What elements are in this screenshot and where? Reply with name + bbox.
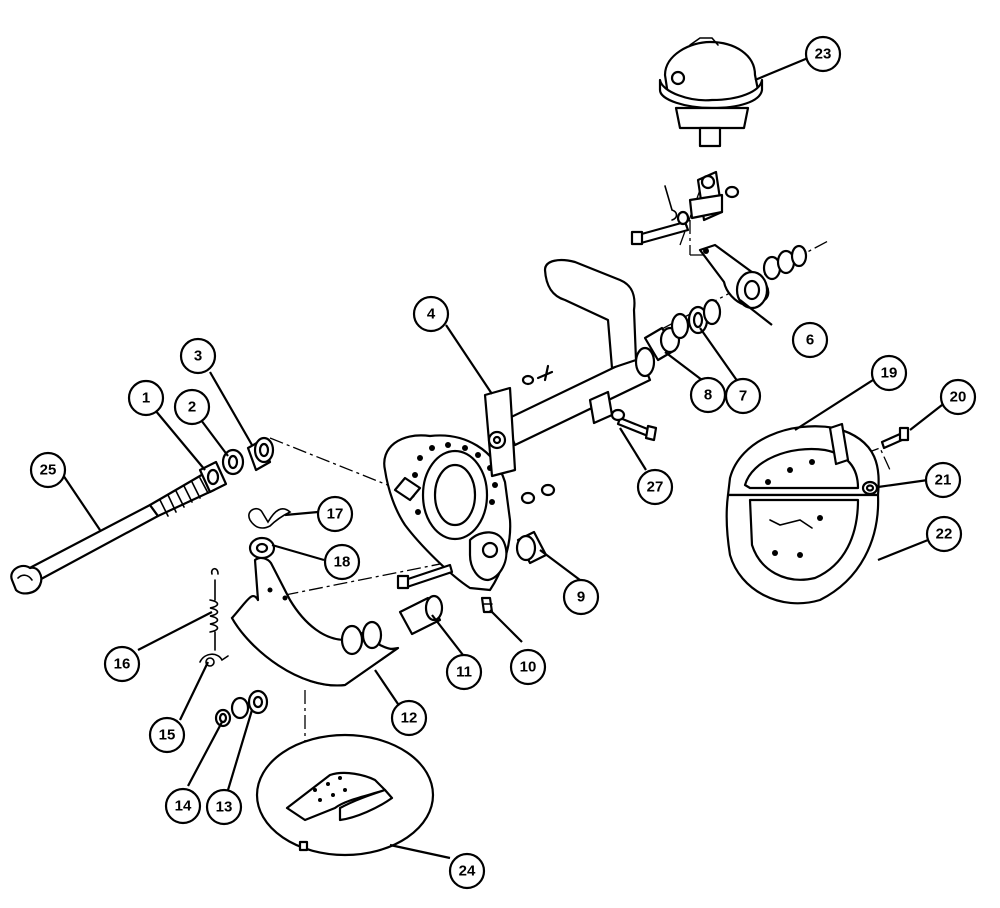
callout-1: 1 xyxy=(127,379,165,417)
brake-spider xyxy=(383,434,512,592)
callout-16: 16 xyxy=(103,645,141,683)
callout-9: 9 xyxy=(562,578,600,616)
callout-8: 8 xyxy=(689,376,727,414)
seal-7 xyxy=(670,298,722,340)
spring-hook-15 xyxy=(199,653,229,667)
washers-13 xyxy=(230,689,269,720)
spider-bolt xyxy=(396,563,454,590)
callouts: 1 2 3 4 6 7 8 9 10 11 12 13 14 15 16 17 … xyxy=(29,35,977,890)
callout-17: 17 xyxy=(316,495,354,533)
clevis-assembly xyxy=(630,170,740,246)
svg-text:7: 7 xyxy=(739,388,747,405)
callout-7: 7 xyxy=(724,377,762,415)
svg-text:15: 15 xyxy=(159,727,176,744)
lining-detail-24 xyxy=(255,733,435,857)
shield-washer-21 xyxy=(861,480,879,496)
svg-text:14: 14 xyxy=(175,798,192,815)
slack-adjuster xyxy=(698,243,808,310)
camshaft-bracket-tube xyxy=(483,259,656,478)
svg-text:10: 10 xyxy=(520,659,537,676)
callout-18: 18 xyxy=(323,543,361,581)
svg-text:25: 25 xyxy=(40,462,57,479)
brake-chamber xyxy=(658,37,764,148)
svg-text:22: 22 xyxy=(936,526,953,543)
callout-12: 12 xyxy=(390,699,428,737)
svg-text:24: 24 xyxy=(459,863,476,880)
svg-text:11: 11 xyxy=(456,664,472,681)
shoe-roller-18 xyxy=(248,536,276,560)
svg-text:3: 3 xyxy=(194,348,202,365)
bushing-8 xyxy=(643,326,681,362)
callout-23: 23 xyxy=(804,35,842,73)
roller-9 xyxy=(515,530,548,565)
shield-bolt-20 xyxy=(880,426,910,450)
callout-11: 11 xyxy=(445,653,483,691)
svg-text:13: 13 xyxy=(216,799,233,816)
callout-6: 6 xyxy=(791,321,829,359)
svg-text:8: 8 xyxy=(704,387,712,404)
shield-clip xyxy=(828,422,850,466)
camshaft-washer-1 xyxy=(198,460,228,494)
svg-text:23: 23 xyxy=(815,46,832,63)
washers-10 xyxy=(520,483,556,505)
svg-text:4: 4 xyxy=(427,306,436,323)
camshaft xyxy=(10,471,216,595)
svg-text:19: 19 xyxy=(881,365,898,382)
callout-3: 3 xyxy=(179,337,217,375)
svg-text:27: 27 xyxy=(647,479,664,496)
svg-text:20: 20 xyxy=(950,389,967,406)
anchor-pin-11 xyxy=(398,594,444,636)
callout-2: 2 xyxy=(173,388,211,426)
callout-19: 19 xyxy=(870,354,908,392)
brake-shoe xyxy=(230,556,400,687)
svg-text:6: 6 xyxy=(806,332,814,349)
callout-10: 10 xyxy=(509,648,547,686)
retainer-clip-17 xyxy=(248,508,292,529)
callout-27: 27 xyxy=(636,468,674,506)
callout-15: 15 xyxy=(148,716,186,754)
bracket-bolt-27 xyxy=(610,408,658,442)
leader-lines xyxy=(62,56,943,860)
callout-14: 14 xyxy=(164,787,202,825)
callout-20: 20 xyxy=(939,378,977,416)
callout-24: 24 xyxy=(448,852,486,890)
svg-text:18: 18 xyxy=(334,554,351,571)
callout-25: 25 xyxy=(29,451,67,489)
return-spring-16 xyxy=(209,567,219,651)
svg-text:12: 12 xyxy=(401,710,418,727)
svg-text:21: 21 xyxy=(935,472,952,489)
callout-4: 4 xyxy=(412,295,450,333)
svg-text:1: 1 xyxy=(142,390,150,407)
callout-13: 13 xyxy=(205,788,243,826)
callout-22: 22 xyxy=(925,515,963,553)
callout-21: 21 xyxy=(924,461,962,499)
svg-text:2: 2 xyxy=(188,399,196,416)
svg-text:16: 16 xyxy=(114,656,131,673)
camshaft-bushing-3 xyxy=(246,436,275,472)
dust-shield xyxy=(725,425,880,605)
svg-text:9: 9 xyxy=(577,589,585,606)
svg-text:17: 17 xyxy=(327,506,344,523)
washer-14 xyxy=(214,708,232,728)
